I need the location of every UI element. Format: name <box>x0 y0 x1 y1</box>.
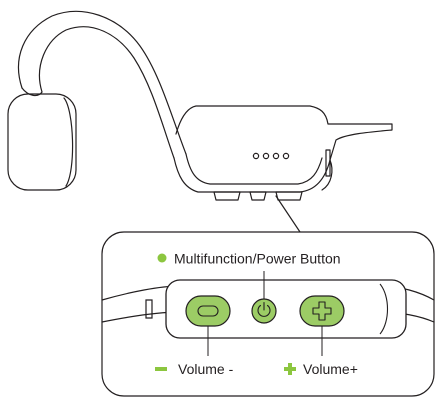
volume-up-label: Volume+ <box>284 361 358 377</box>
headband-outer <box>17 10 187 155</box>
main-housing <box>173 105 393 193</box>
rear-tail <box>321 159 333 191</box>
volume-up-label-text: Volume+ <box>303 361 358 377</box>
volume-down-label: Volume - <box>155 361 234 377</box>
housing-button-minus <box>213 191 241 201</box>
label-leaders <box>207 271 323 356</box>
band-cap <box>21 87 43 97</box>
housing-button-plus <box>275 191 303 201</box>
power-label-text: Multifunction/Power Button <box>174 251 341 267</box>
headband-inner <box>38 26 175 159</box>
charging-port <box>325 149 331 177</box>
power-button <box>251 298 277 324</box>
headphone-illustration <box>7 10 393 233</box>
ear-pad <box>7 93 77 191</box>
volume-up-label-bullet <box>284 363 296 375</box>
indicator-dot-3 <box>272 152 280 160</box>
callout-housing <box>165 279 407 339</box>
minus-icon <box>197 305 219 317</box>
housing-top-edge <box>185 153 323 185</box>
callout-housing-edge <box>379 283 389 335</box>
power-label: Multifunction/Power Button <box>157 251 341 267</box>
power-label-bullet <box>157 253 167 263</box>
indicator-dot-1 <box>252 152 260 160</box>
volume-down-label-text: Volume - <box>178 361 234 377</box>
volume-down-button <box>185 295 231 327</box>
power-icon <box>257 301 271 317</box>
housing-button-power <box>249 191 267 201</box>
callout-leader-line <box>275 195 301 233</box>
plus-icon <box>312 301 332 321</box>
indicator-dot-2 <box>262 152 270 160</box>
volume-up-button <box>299 295 345 327</box>
volume-down-label-bullet <box>155 367 167 371</box>
callout-box: Multifunction/Power Button Volume - Volu… <box>101 231 435 397</box>
ear-pad-inner-edge <box>63 97 74 187</box>
indicator-dot-4 <box>282 152 290 160</box>
